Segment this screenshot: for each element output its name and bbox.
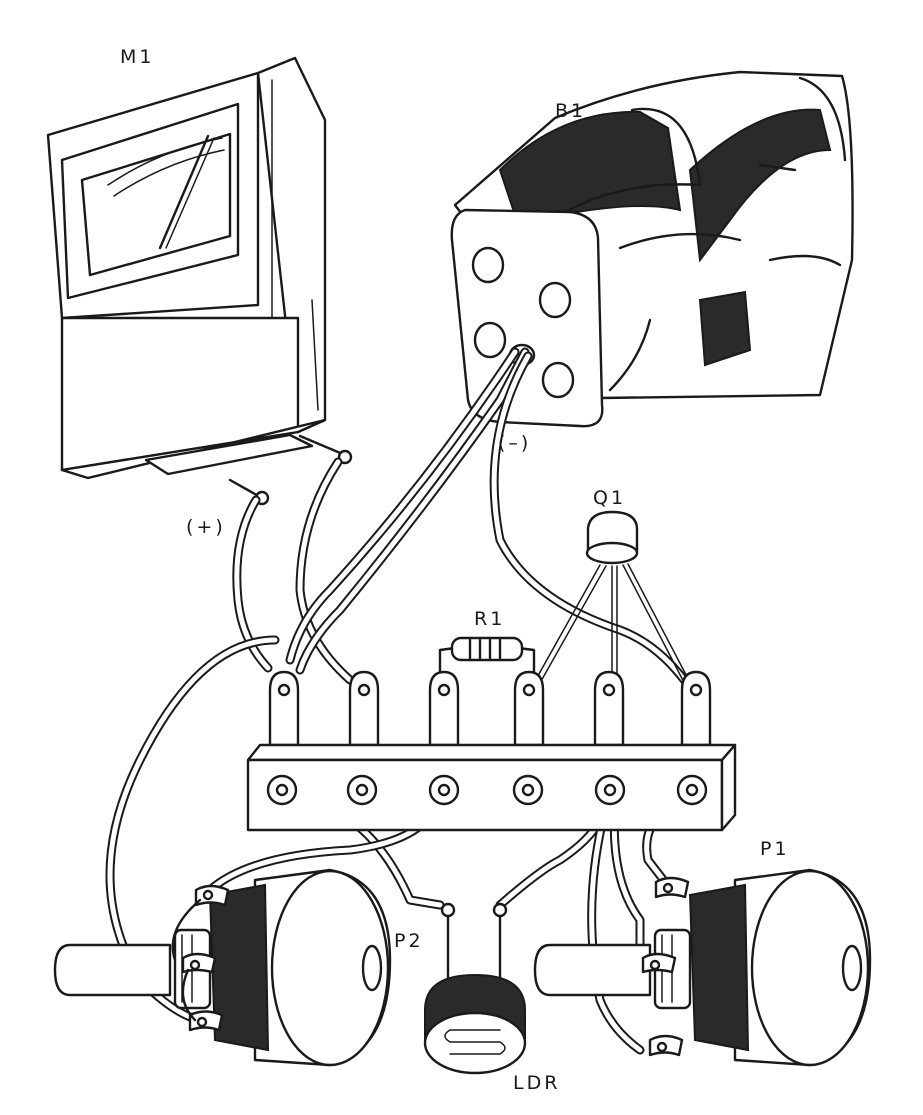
pot-left-label: P2	[394, 930, 424, 952]
pot-right-label: P1	[760, 838, 790, 860]
battery-label: B1	[555, 100, 587, 122]
resistor-label: R1	[474, 608, 506, 630]
potentiometer-icon-left	[53, 868, 392, 1067]
transistor-icon	[529, 510, 695, 691]
minus-terminal-label: (–)	[498, 432, 532, 454]
meter-label: M1	[120, 46, 155, 68]
battery-holder-icon	[450, 70, 854, 428]
plus-terminal-label: (+)	[186, 516, 226, 538]
ldr-label: LDR	[513, 1072, 561, 1094]
analog-meter-icon	[46, 56, 353, 506]
potentiometer-icon-right	[533, 868, 872, 1067]
strip-screws	[266, 774, 708, 806]
terminal-strip-icon	[246, 670, 737, 832]
photoresistor-icon	[423, 902, 527, 1075]
transistor-label: Q1	[593, 487, 627, 509]
